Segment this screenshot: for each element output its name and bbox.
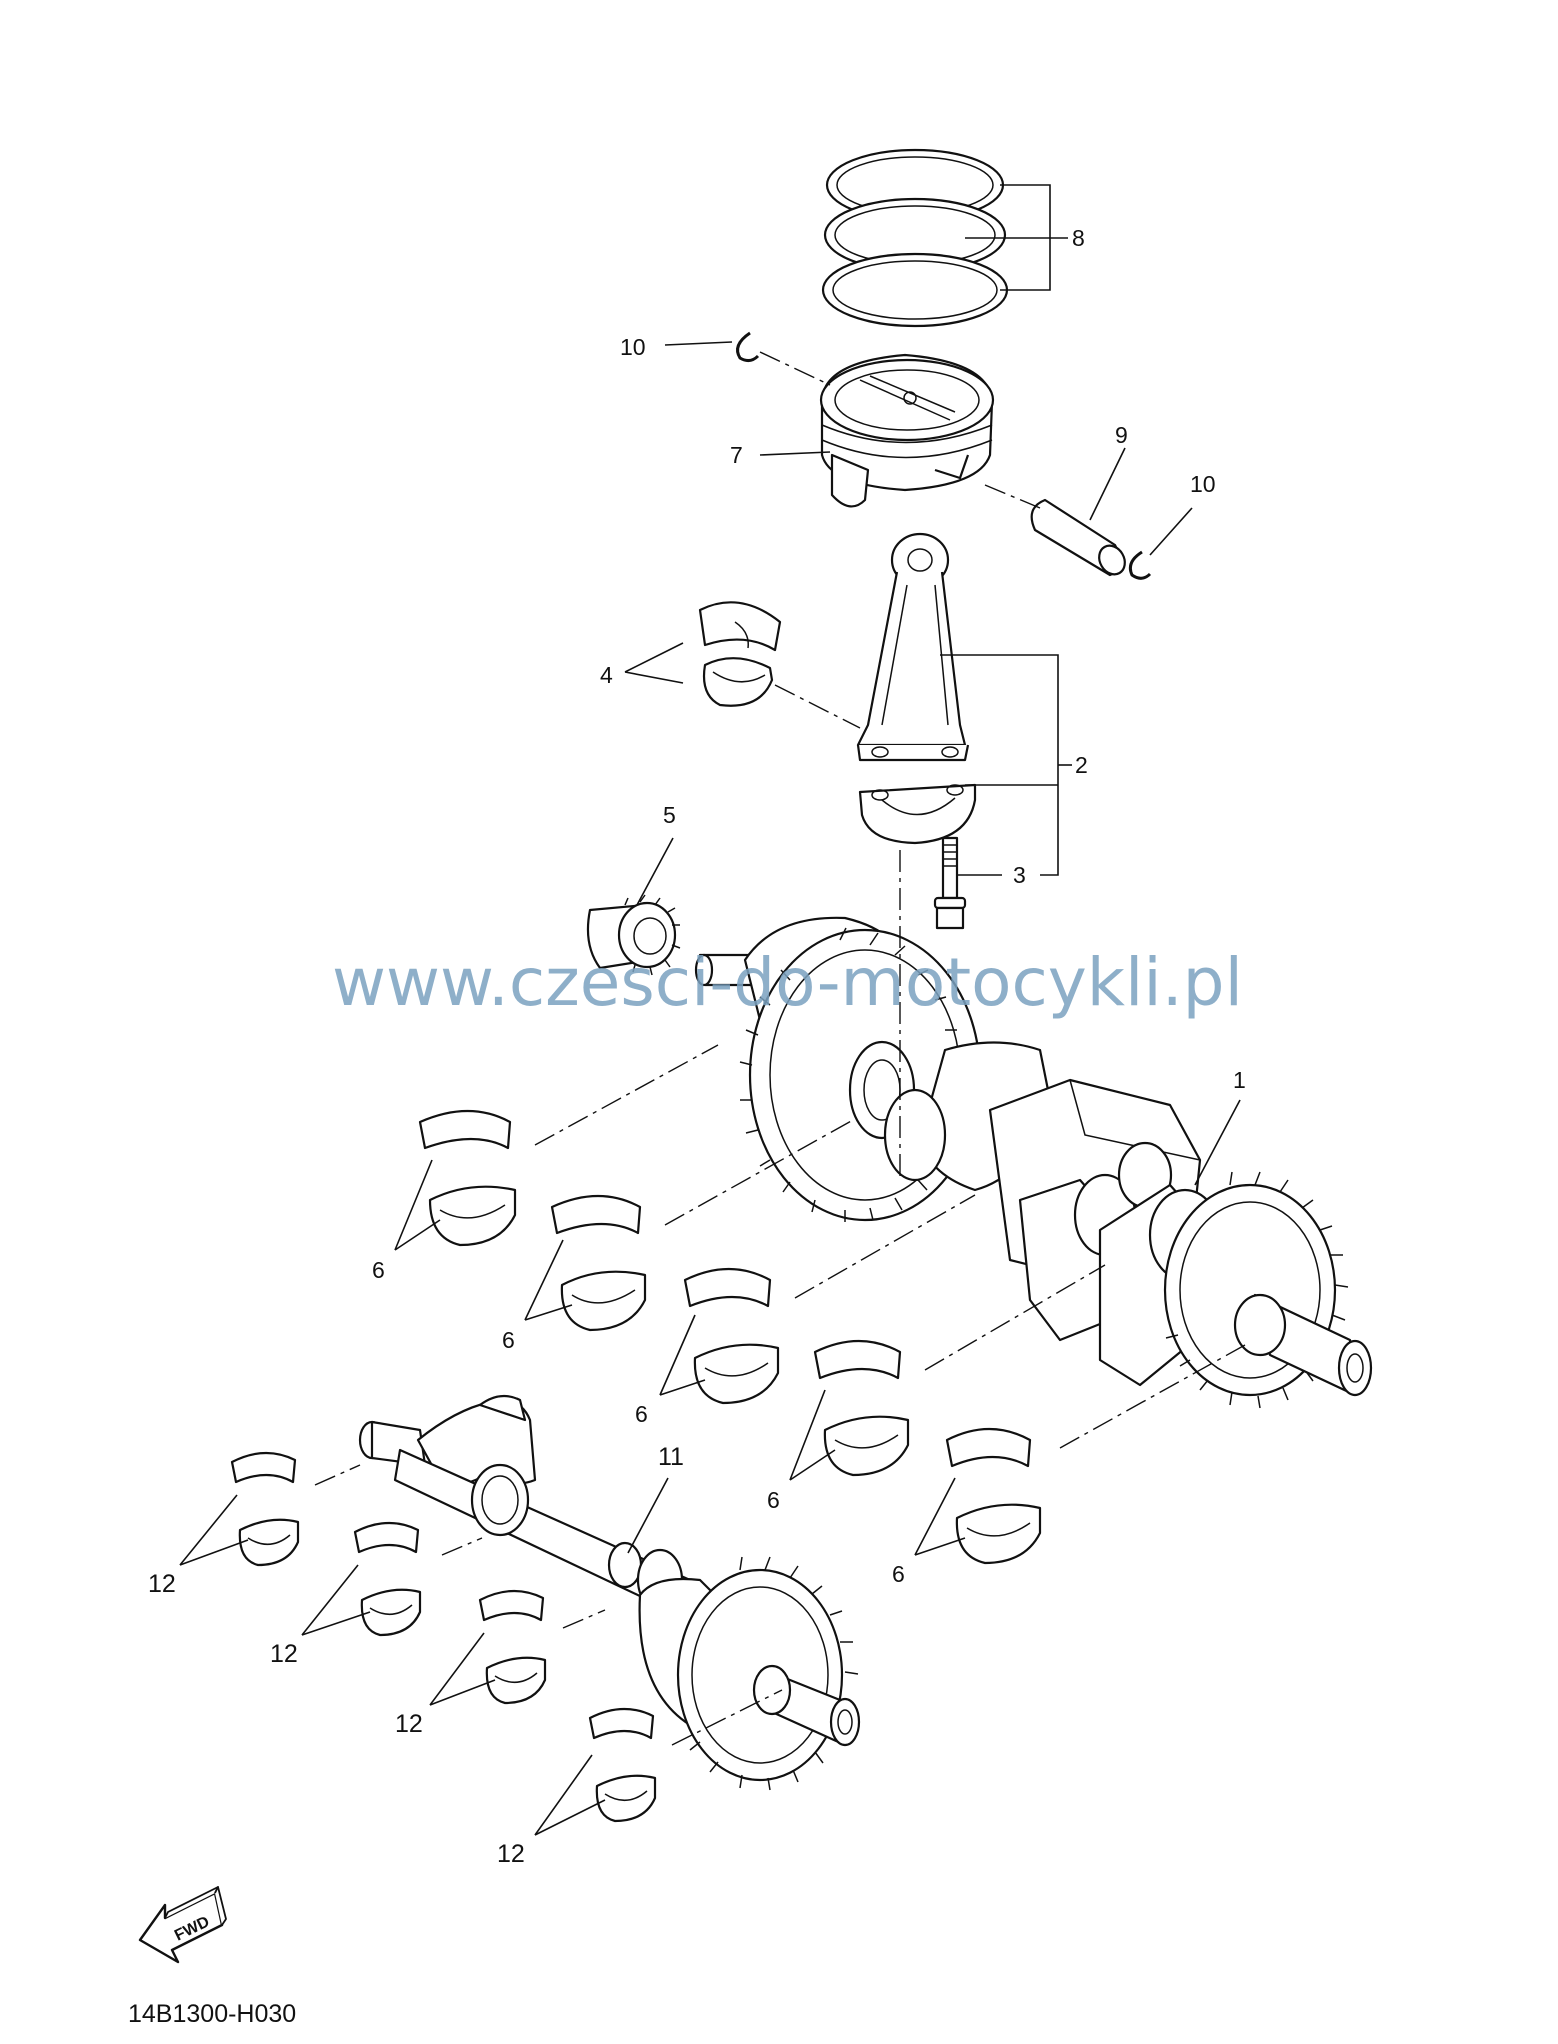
balancer-bearings [230,1451,657,1823]
piston-rings [821,148,1009,328]
callout-12-leaders [179,1494,606,1836]
callout-12-a: 12 [148,1570,176,1598]
rod-bearing-lower [702,657,774,707]
callout-12-d: 12 [497,1840,525,1868]
callout-6-e: 6 [892,1561,905,1587]
callout-1: 1 [1233,1067,1246,1093]
callout-6-d: 6 [767,1487,780,1513]
callout-4-leader [624,642,684,684]
callout-10-left: 10 [620,334,646,360]
callout-12-c: 12 [395,1710,423,1738]
callout-12-b: 12 [270,1640,298,1668]
watermark: www.czesci-do-motocykli.pl [332,944,1243,1021]
callout-5: 5 [663,802,676,828]
callout-7: 7 [730,442,743,468]
callout-11: 11 [658,1443,684,1471]
balancer-shaft [358,1394,861,1791]
connecting-rod [856,532,977,845]
reference-code: 14B1300-H030 [128,2000,296,2028]
callout-8: 8 [1072,225,1085,251]
piston-pin [1030,498,1126,577]
crankshaft [694,916,1373,1409]
piston-pin-clip-right [1128,550,1152,580]
rod-bolt [933,836,967,930]
balancer-bearing-centerlines [314,1464,783,1746]
main-bearings [418,1109,1042,1565]
rod-bearing-upper [698,601,782,652]
piston-pin-clip-left [736,331,760,363]
callout-4: 4 [600,662,613,688]
callout-10-right: 10 [1190,471,1216,497]
callout-3: 3 [1013,862,1026,888]
callout-6-a: 6 [372,1257,385,1283]
crank-drive-gear [586,894,681,976]
callout-6-b: 6 [502,1327,515,1353]
main-bearing-centerlines [534,1044,1246,1449]
callout-8-leader [965,184,1068,291]
callout-6-c: 6 [635,1401,648,1427]
fwd-arrow-icon [138,1886,227,1964]
callout-2: 2 [1075,752,1088,778]
callout-6-leaders [394,1159,966,1556]
callout-9: 9 [1115,422,1128,448]
callout-2-leader [940,654,1072,876]
piston [819,353,995,508]
callout-7-leader [759,451,831,456]
